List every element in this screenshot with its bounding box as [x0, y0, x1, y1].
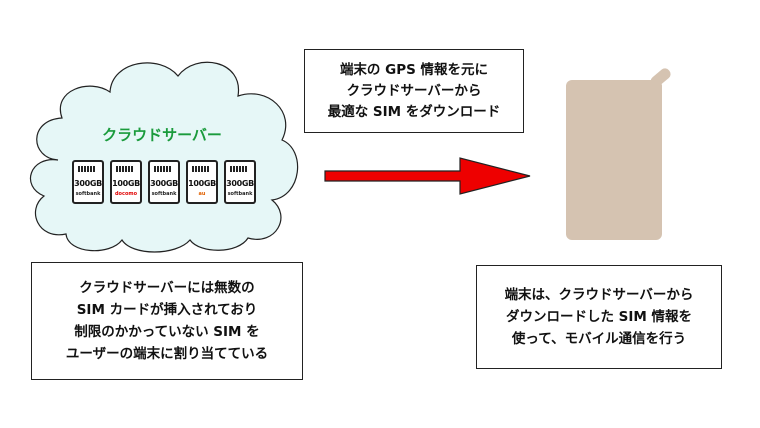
sim-capacity: 300GB [150, 179, 178, 188]
top-box-line-2: クラウドサーバーから [346, 82, 482, 99]
sim-carrier: docomo [114, 191, 138, 197]
sim-chip-icon [154, 166, 171, 172]
sim-capacity: 300GB [226, 179, 254, 188]
left-box-line-1: クラウドサーバーには無数の [79, 280, 255, 296]
left-description-box: クラウドサーバーには無数の SIM カードが挿入されており 制限のかかっていない… [31, 262, 303, 380]
right-box-line-2: ダウンロードした SIM 情報を [505, 309, 693, 325]
sim-card: 100GB au [186, 160, 218, 204]
sim-carrier: softbank [151, 191, 177, 197]
sim-card: 300GB softbank [72, 160, 104, 204]
sim-chip-icon [116, 166, 133, 172]
sim-chip-icon [192, 166, 209, 172]
left-box-line-3: 制限のかかっていない SIM を [74, 324, 260, 340]
left-box-line-4: ユーザーの端末に割り当てている [65, 346, 269, 362]
sim-card: 300GB softbank [148, 160, 180, 204]
right-box-line-3: 使って、モバイル通信を行う [511, 331, 687, 347]
sim-capacity: 100GB [112, 179, 140, 188]
sim-card: 100GB docomo [110, 160, 142, 204]
cloud-server-title: クラウドサーバー [102, 126, 222, 144]
sim-capacity: 100GB [188, 179, 216, 188]
right-box-line-1: 端末は、クラウドサーバーから [504, 287, 694, 303]
sim-carrier: softbank [227, 191, 253, 197]
sim-carrier: au [198, 191, 206, 197]
sim-card: 300GB softbank [224, 160, 256, 204]
sim-carrier: softbank [75, 191, 101, 197]
sim-chip-icon [230, 166, 247, 172]
sim-capacity: 300GB [74, 179, 102, 188]
top-box-line-3: 最適な SIM をダウンロード [327, 103, 501, 120]
sim-chip-icon [78, 166, 95, 172]
top-box-line-1: 端末の GPS 情報を元に [339, 61, 489, 78]
right-description-box: 端末は、クラウドサーバーから ダウンロードした SIM 情報を 使って、モバイル… [476, 265, 722, 369]
left-box-line-2: SIM カードが挿入されており [76, 302, 258, 318]
top-description-box: 端末の GPS 情報を元に クラウドサーバーから 最適な SIM をダウンロード [304, 49, 524, 133]
